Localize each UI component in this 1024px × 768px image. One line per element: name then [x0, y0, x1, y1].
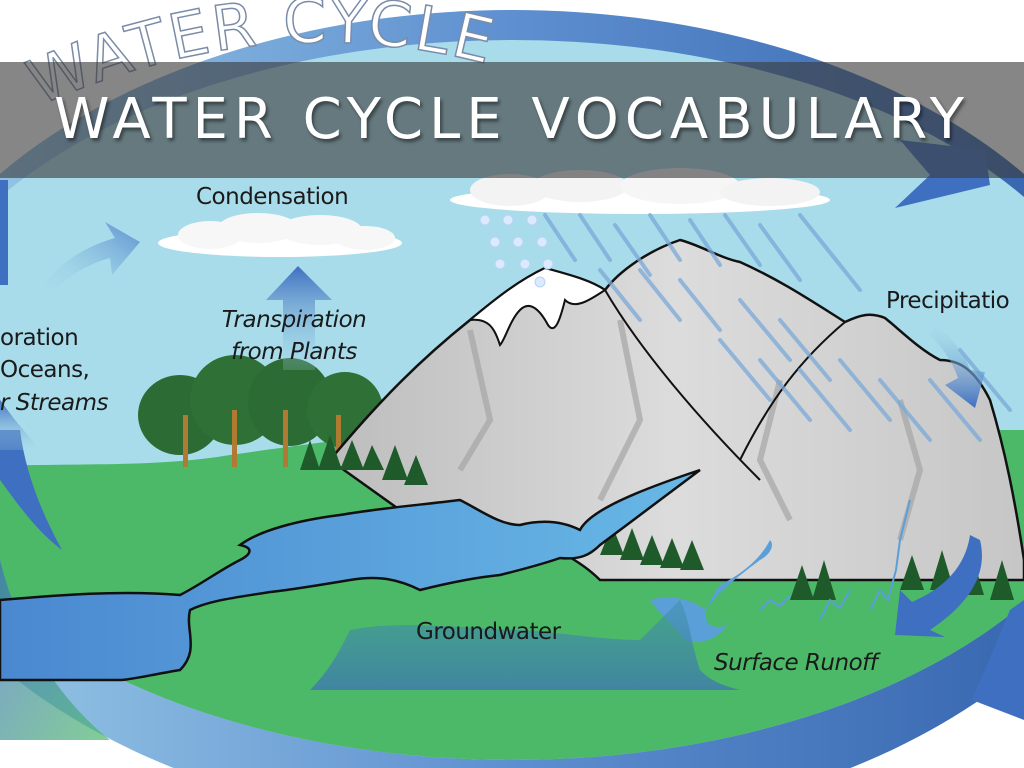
- title-banner: WATER CYCLE VOCABULARY: [0, 62, 1024, 178]
- label-surface-runoff: Surface Runoff: [714, 650, 878, 676]
- snowflakes: [479, 214, 554, 288]
- evaporation-arrow: [0, 180, 140, 550]
- label-transpiration-line1: Transpiration: [221, 307, 367, 333]
- runoff-arrow: [895, 535, 1024, 720]
- label-evaporation-line3: r Streams: [0, 390, 108, 416]
- mountains: [328, 238, 1024, 582]
- groundwater-zone: [310, 600, 740, 690]
- rain: [543, 213, 1012, 442]
- label-transpiration-line2: from Plants: [231, 339, 357, 365]
- rain-cloud: [450, 168, 830, 214]
- label-condensation: Condensation: [196, 184, 349, 210]
- transpiration-arrow: [266, 266, 332, 370]
- label-precipitation: Precipitatio: [886, 288, 1010, 314]
- precipitation-arrow: [930, 325, 985, 408]
- label-evaporation-line1: oration: [0, 325, 79, 351]
- condensation-cloud: [158, 213, 402, 257]
- label-evaporation-line2: Oceans,: [0, 357, 90, 383]
- label-groundwater: Groundwater: [416, 619, 561, 645]
- slide-title: WATER CYCLE VOCABULARY: [54, 87, 970, 152]
